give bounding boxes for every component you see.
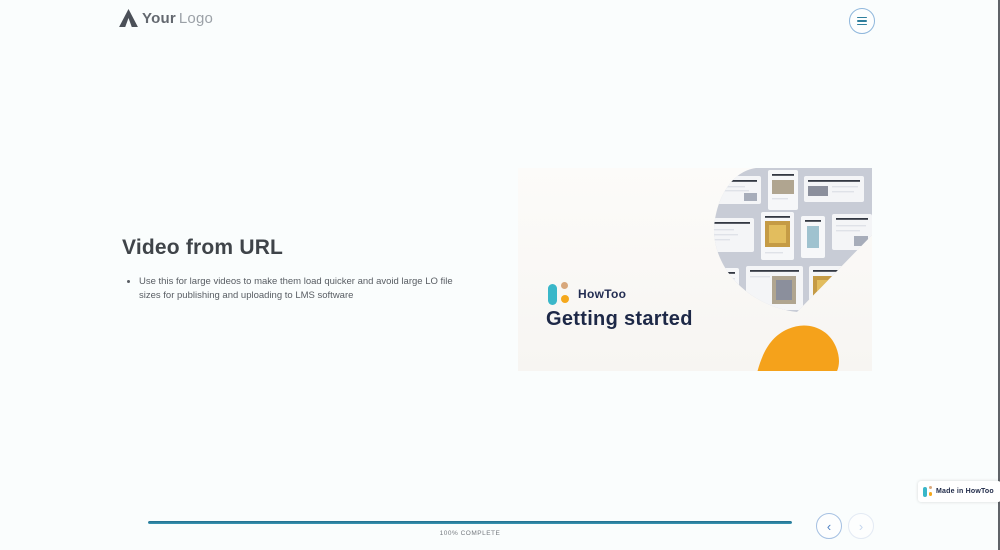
- next-button[interactable]: ›: [848, 513, 874, 539]
- badge-label: Made in HowToo: [936, 488, 994, 495]
- howtoo-logo-icon: [548, 281, 569, 306]
- howtoo-logo-icon: [923, 485, 933, 498]
- main-content: Video from URL Use this for large videos…: [122, 236, 492, 303]
- video-collage-image: [713, 168, 872, 371]
- page-title: Video from URL: [122, 236, 284, 259]
- menu-button[interactable]: [849, 8, 875, 34]
- made-in-howtoo-badge[interactable]: Made in HowToo: [918, 481, 1000, 502]
- video-title: Getting started: [546, 308, 693, 330]
- progress-bar: [148, 521, 792, 524]
- bullet-item: Use this for large videos to make them l…: [139, 275, 467, 303]
- window-right-edge: [998, 0, 1000, 550]
- previous-button[interactable]: ‹: [816, 513, 842, 539]
- hamburger-menu-icon: [857, 16, 867, 19]
- logo-text-bold: Your: [142, 9, 176, 27]
- header: Your Logo: [0, 0, 1000, 46]
- chevron-right-icon: ›: [858, 518, 864, 534]
- video-brand-name: HowToo: [578, 286, 627, 301]
- progress-label: 100% COMPLETE: [439, 530, 501, 537]
- your-logo: Your Logo: [118, 9, 213, 27]
- progress-section: 100% COMPLETE: [148, 521, 792, 537]
- chevron-logo-icon: [119, 9, 138, 27]
- logo-text-light: Logo: [178, 9, 214, 27]
- progress-fill: [148, 521, 792, 524]
- video-thumbnail[interactable]: HowToo Getting started: [518, 168, 872, 371]
- bullet-list: Use this for large videos to make them l…: [122, 275, 467, 303]
- chevron-left-icon: ‹: [826, 518, 832, 534]
- video-brand-row: HowToo: [548, 281, 626, 306]
- orange-teardrop-shape: [757, 325, 839, 371]
